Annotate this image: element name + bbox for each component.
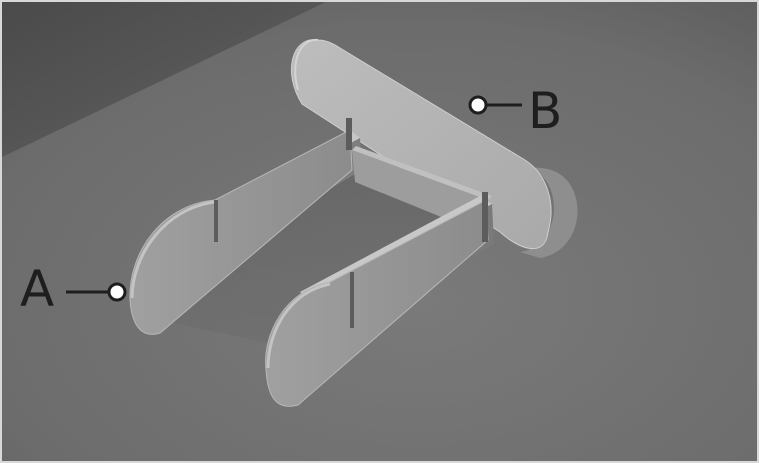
side-rail-a xyxy=(129,118,362,335)
callout-a-label: A xyxy=(20,260,54,318)
cross-bar-top xyxy=(352,146,492,200)
callout-b-dot xyxy=(468,95,488,115)
background-wall xyxy=(0,0,330,158)
callout-b-label: B xyxy=(528,82,562,140)
callout-a-dot xyxy=(107,282,127,302)
side-rail-front xyxy=(265,192,494,407)
callout-b: B xyxy=(468,82,562,140)
callout-a: A xyxy=(20,260,127,318)
channel-floor xyxy=(160,165,470,350)
